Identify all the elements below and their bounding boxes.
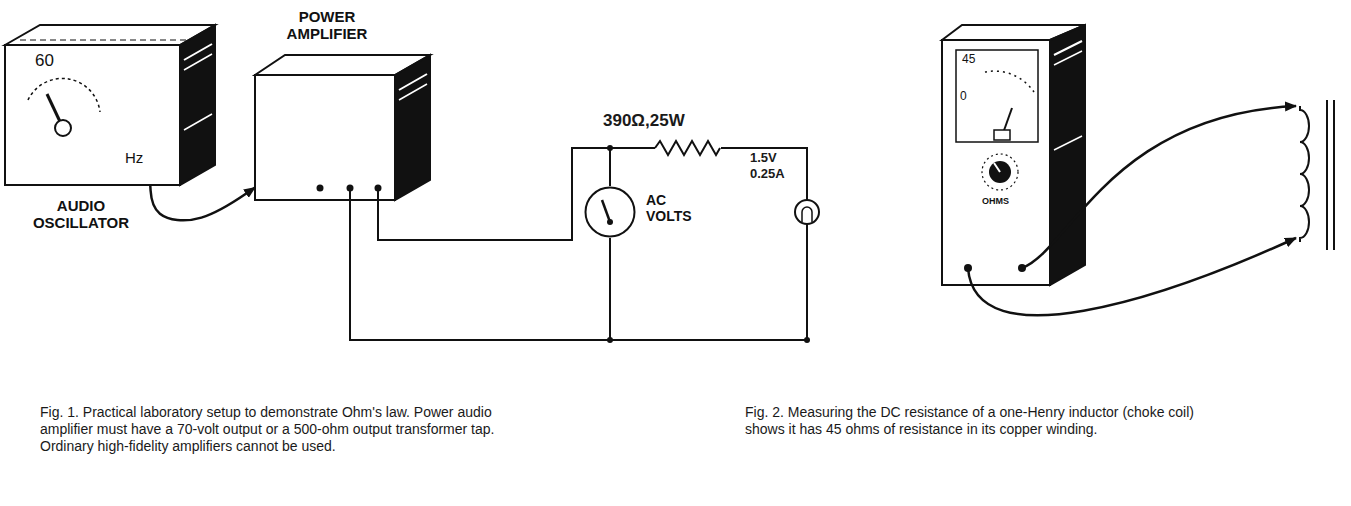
range-knob	[989, 161, 1011, 183]
dial-hub	[55, 120, 71, 136]
meter-window	[956, 50, 1038, 142]
meter-pivot	[994, 130, 1010, 140]
side-highlight	[399, 84, 427, 100]
knob-pointer	[994, 163, 1000, 172]
oscillator-cabinet: 60HzAUDIO OSCILLATOR	[5, 45, 180, 185]
side-highlight	[1054, 136, 1082, 150]
lamp-bulb	[795, 200, 819, 224]
iron-core	[1326, 100, 1328, 250]
junction-dot	[804, 337, 810, 343]
amplifier-cabinet	[255, 55, 430, 200]
ohmmeter-cabinet	[942, 25, 1085, 285]
cabinet-side	[180, 25, 215, 185]
wire	[377, 188, 379, 200]
circuit-wiring	[350, 141, 807, 340]
scale-number: 45	[962, 53, 986, 67]
amplifier-cabinet: POWER AMPLIFIER	[255, 75, 395, 200]
side-highlight	[184, 114, 212, 130]
signal-cable	[150, 185, 255, 220]
wire	[721, 148, 807, 200]
test-lead	[1022, 106, 1296, 268]
side-highlight	[184, 54, 212, 70]
voltmeter: AC VOLTS	[584, 186, 636, 238]
resistor-value: 390Ω,25W	[603, 111, 713, 131]
cabinet-front	[942, 40, 1050, 285]
wire	[350, 188, 807, 340]
wire	[378, 148, 610, 240]
side-highlight	[1054, 51, 1082, 65]
dial-reading: 60	[35, 51, 75, 71]
device-name: POWER AMPLIFIER	[271, 8, 383, 43]
cabinet-side	[395, 55, 430, 200]
range-label: OHMS	[982, 196, 1022, 206]
lamp-filament	[802, 207, 812, 222]
device-name: AUDIO OSCILLATOR	[25, 197, 137, 232]
wire	[609, 238, 611, 340]
meter-outline	[586, 188, 635, 237]
side-highlight	[399, 74, 427, 90]
side-highlight	[184, 44, 212, 60]
oscillator-cabinet	[5, 25, 215, 185]
scale-number: 0	[960, 90, 976, 104]
figure-caption: Fig. 1. Practical laboratory setup to de…	[40, 404, 532, 454]
cabinet-front	[5, 45, 180, 185]
meter-symbol	[584, 186, 636, 238]
junction-dot	[607, 337, 613, 343]
lamp-symbol	[795, 200, 819, 224]
meter-pivot	[607, 219, 613, 225]
test-leads	[968, 106, 1296, 315]
meter-needle	[602, 200, 610, 222]
coil-winding	[1300, 106, 1309, 242]
meter-scale	[985, 71, 1034, 92]
cabinet-side	[1050, 25, 1085, 285]
resistor-symbol	[655, 141, 720, 155]
cabinet-front	[255, 75, 395, 200]
ohmmeter-cabinet: 45 0OHMS	[942, 40, 1050, 285]
figure-caption: Fig. 2. Measuring the DC resistance of a…	[745, 404, 1215, 438]
range-scale	[982, 154, 1018, 190]
meter-name: AC VOLTS	[646, 192, 708, 224]
unit-label: Hz	[125, 149, 165, 166]
wire	[806, 224, 808, 340]
test-lead	[968, 238, 1296, 315]
cabinet-edge	[20, 40, 190, 41]
dial-scale	[28, 78, 100, 112]
iron-core	[1333, 100, 1335, 250]
lamp-rating: 1.5V 0.25A	[750, 150, 800, 181]
inductor-symbol	[1300, 100, 1334, 250]
output-terminal	[317, 185, 324, 192]
